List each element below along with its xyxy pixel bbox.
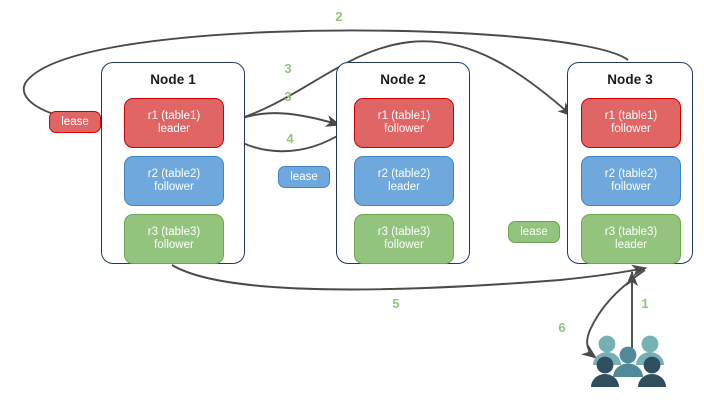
replica-r1[interactable]: r1 (table1) leader	[124, 98, 224, 148]
replica-r2[interactable]: r2 (table2) leader	[354, 156, 454, 206]
replica-name: r2 (table2)	[147, 167, 201, 180]
replica-role: leader	[158, 123, 190, 135]
step-label-1: 1	[641, 296, 649, 311]
step-label-4: 4	[286, 131, 294, 146]
node-title: Node 2	[380, 72, 426, 87]
replica-name: r1 (table1)	[604, 109, 658, 122]
replica-r1[interactable]: r1 (table1) follower	[581, 98, 681, 148]
arrow-step-5	[171, 264, 648, 291]
replica-r3[interactable]: r3 (table3) follower	[124, 214, 224, 264]
step-label-3a: 3	[284, 61, 292, 76]
replica-role: leader	[615, 239, 647, 251]
node-card-node1[interactable]: Node 1 r1 (table1) leader r2 (table2) fo…	[101, 62, 245, 264]
replica-r2[interactable]: r2 (table2) follower	[124, 156, 224, 206]
replica-role: follower	[154, 181, 194, 193]
node-card-node2[interactable]: Node 2 r1 (table1) follower r2 (table2) …	[336, 62, 470, 264]
replica-role: follower	[154, 239, 194, 251]
replica-name: r2 (table2)	[604, 167, 658, 180]
step-label-5: 5	[392, 296, 400, 311]
arrow-step-2	[22, 29, 629, 127]
replica-name: r3 (table3)	[377, 225, 431, 238]
replica-role: follower	[611, 123, 651, 135]
step-label-6: 6	[558, 320, 566, 335]
replica-name: r1 (table1)	[147, 109, 201, 122]
replica-name: r2 (table2)	[377, 167, 431, 180]
arrow-step-6	[581, 269, 646, 359]
replica-name: r3 (table3)	[147, 225, 201, 238]
arrow-step-3a	[221, 40, 573, 125]
node-title: Node 1	[150, 72, 196, 87]
replica-r3[interactable]: r3 (table3) leader	[581, 214, 681, 264]
people-group-icon	[591, 335, 666, 387]
replica-role: leader	[388, 181, 420, 193]
replica-name: r1 (table1)	[377, 109, 431, 122]
step-label-3b: 3	[284, 89, 292, 104]
replica-role: follower	[611, 181, 651, 193]
replica-r1[interactable]: r1 (table1) follower	[354, 98, 454, 148]
lease-badge-r2[interactable]: lease	[278, 166, 330, 188]
replica-name: r3 (table3)	[604, 225, 658, 238]
node-title: Node 3	[607, 72, 653, 87]
replica-role: follower	[384, 123, 424, 135]
replica-r2[interactable]: r2 (table2) follower	[581, 156, 681, 206]
lease-badge-r3[interactable]: lease	[508, 221, 560, 243]
replica-r3[interactable]: r3 (table3) follower	[354, 214, 454, 264]
node-card-node3[interactable]: Node 3 r1 (table1) follower r2 (table2) …	[567, 62, 693, 264]
replica-role: follower	[384, 239, 424, 251]
step-label-2: 2	[335, 9, 343, 24]
